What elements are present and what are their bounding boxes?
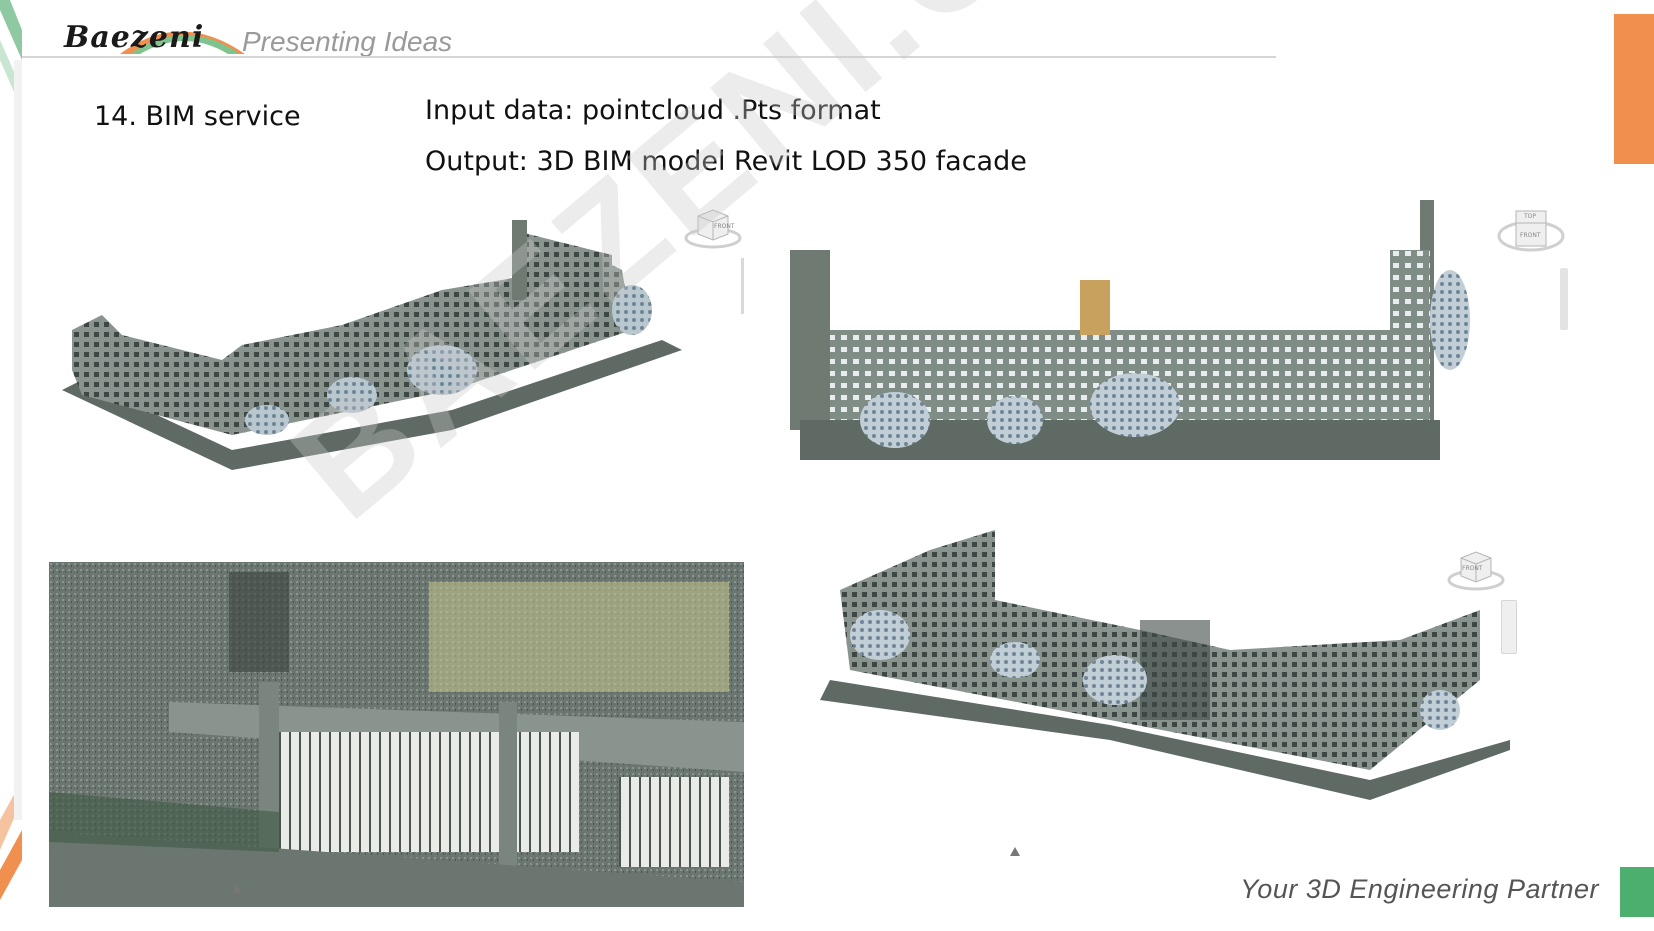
nav-bar-2[interactable] bbox=[1560, 268, 1568, 330]
view-cube-2-face-label: FRONT bbox=[1520, 232, 1541, 239]
baezeni-logo: Baezeni bbox=[60, 14, 250, 58]
nav-bar-4[interactable] bbox=[1501, 600, 1517, 654]
nav-bar-1[interactable] bbox=[741, 258, 744, 314]
view-cube-2-top-label: TOP bbox=[1524, 213, 1537, 220]
output-data-text: Output: 3D BIM model Revit LOD 350 facad… bbox=[425, 146, 1027, 177]
header-tagline: Presenting Ideas bbox=[242, 26, 453, 57]
accent-bar-green bbox=[1620, 867, 1654, 917]
logo-text: Baezeni bbox=[64, 20, 205, 55]
section-title: 14. BIM service bbox=[94, 101, 301, 132]
accent-bar-orange bbox=[1614, 14, 1654, 164]
pointcloud-view-front-elevation bbox=[790, 200, 1480, 490]
pointcloud-view-perspective-2 bbox=[810, 530, 1520, 850]
view-cube-4[interactable]: FRONT bbox=[1446, 548, 1506, 593]
input-data-text: Input data: pointcloud .Pts format bbox=[425, 95, 881, 126]
header-divider bbox=[22, 56, 1276, 58]
pointcloud-view-perspective-1 bbox=[22, 180, 742, 500]
pointcloud-view-street-closeup bbox=[49, 562, 744, 907]
cursor-icon bbox=[232, 884, 242, 893]
view-cube-4-label: FRONT bbox=[1462, 565, 1483, 572]
left-decorative-stripes bbox=[0, 0, 22, 931]
view-cube-1-label: FRONT bbox=[714, 223, 735, 230]
footer-tagline: Your 3D Engineering Partner bbox=[1240, 874, 1599, 904]
view-cube-2[interactable]: TOP FRONT bbox=[1496, 206, 1566, 266]
view-cube-1[interactable]: FRONT bbox=[683, 206, 743, 251]
cursor-icon bbox=[1010, 847, 1020, 856]
